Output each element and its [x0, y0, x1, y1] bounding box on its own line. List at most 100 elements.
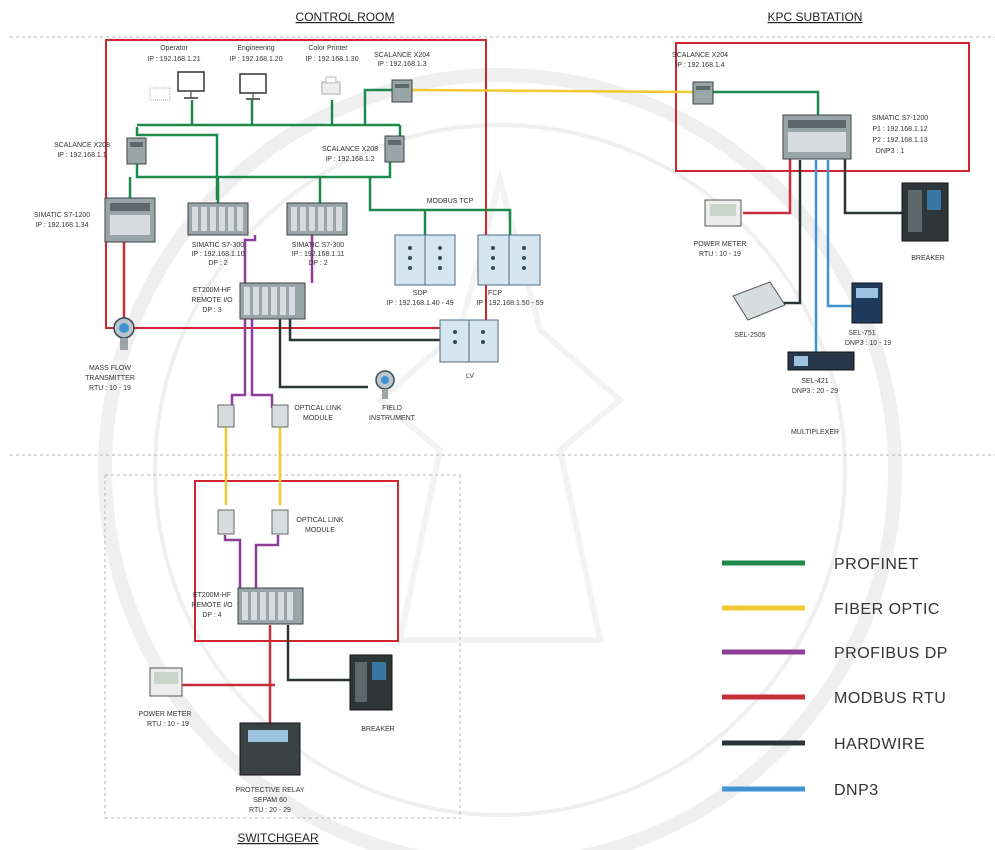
s7-300-b-ip: IP : 192.168.1.11 [292, 251, 345, 258]
operator-workstation: Operator IP : 192.168.1.21 [147, 45, 205, 101]
et200m-cr-label: ET200M-HF [193, 287, 231, 294]
s7-300-b-label: SIMATIC S7-300 [292, 242, 344, 249]
s7-1200-kpc-label: SIMATIC S7-1200 [872, 115, 928, 122]
power-meter-kpc: POWER METER RTU : 10 - 19 [694, 199, 747, 258]
section-dividers [10, 36, 995, 819]
legend-label: PROFINET [834, 556, 919, 573]
control-room-area-border [105, 39, 487, 329]
io-module-icon [732, 281, 786, 321]
kpc-substation-area-border [675, 42, 970, 172]
fcp-ip: IP : 192.168.1.50 - 59 [476, 300, 543, 307]
optical-bottom-label: OPTICAL LINK [296, 517, 344, 524]
switch-icon [391, 79, 413, 103]
scalance-kpc-ip: IP : 192.168.1.4 [675, 62, 724, 69]
optical-link-module-top: OPTICAL LINK MODULE [217, 404, 342, 428]
optical-module-icon [217, 404, 235, 428]
lv-panel: LV [439, 319, 499, 380]
power-meter-sg-rtu: RTU : 10 - 19 [147, 721, 189, 728]
operator-label: Operator [160, 45, 188, 52]
scalance-x204-kpc: SCALANCE X204 IP : 192.168.1.4 [672, 52, 728, 105]
engineering-workstation: Engineering IP : 192.168.1.20 [229, 45, 283, 100]
s7-300-a-dp: DP : 2 [208, 260, 227, 267]
profibus-dp-links [223, 235, 314, 590]
lv-label: LV [466, 373, 474, 380]
field-instrument-sub: INSTRUMENT [369, 415, 416, 422]
s7-300-b-dp: DP : 2 [308, 260, 327, 267]
switch-icon [384, 135, 405, 163]
color-printer: Color Printer IP : 192.168.1.30 [305, 45, 359, 95]
multiplexer-label: MULTIPLEXER [791, 429, 839, 436]
s7-300-a-ip: IP : 192.168.1.10 [191, 251, 244, 258]
sdp-ip: IP : 192.168.1.40 - 49 [386, 300, 453, 307]
simatic-s7-1200-control-room: SIMATIC S7-1200 IP : 192.168.1.34 [34, 197, 156, 243]
legend-item: PROFIBUS DP [722, 645, 948, 662]
field-instrument-label: FIELD [382, 405, 402, 412]
switch-icon [692, 81, 714, 105]
legend-item: MODBUS RTU [722, 690, 946, 707]
optical-top-label: OPTICAL LINK [294, 405, 342, 412]
switchgear-area-border [194, 480, 399, 642]
kpc-substation-title: KPC SUBTATION [768, 10, 863, 24]
breaker-sg-label: BREAKER [361, 726, 394, 733]
breaker-kpc: BREAKER [901, 182, 949, 262]
legend-item: PROFINET [722, 556, 919, 573]
fiber-optic-links [224, 88, 696, 505]
scalance-x208-right-ip: IP : 192.168.1.2 [325, 156, 374, 163]
scalance-cr-ip: IP : 192.168.1.3 [377, 61, 426, 68]
printer-label: Color Printer [308, 45, 348, 52]
printer-ip: IP : 192.168.1.30 [305, 56, 358, 63]
protective-relay-rtu: RTU : 20 - 29 [249, 807, 291, 814]
s7-1200-kpc-dnp3: DNP3 : 1 [876, 148, 905, 155]
legend: PROFINET FIBER OPTIC PROFIBUS DP MODBUS … [722, 556, 948, 799]
scalance-x208-left: SCALANCE X208 IP : 192.168.1.1 [54, 137, 147, 165]
s7-1200-cr-label: SIMATIC S7-1200 [34, 212, 90, 219]
scalance-x208-right-label: SCALANCE X208 [322, 146, 378, 153]
engineering-label: Engineering [237, 45, 274, 52]
sel-421: SEL-421 DNP3 : 20 - 29 [787, 351, 855, 395]
power-meter-kpc-label: POWER METER [694, 241, 747, 248]
legend-label: MODBUS RTU [834, 690, 946, 707]
scalance-x208-left-ip: IP : 192.168.1.1 [57, 152, 106, 159]
et200m-cr-sub: REMOTE I/O [191, 297, 233, 304]
et200m-cr-dp: DP : 3 [202, 307, 221, 314]
et200m-hf-switchgear: ET200M-HF REMOTE I/O DP : 4 [191, 587, 304, 625]
hardwire-links [278, 155, 902, 682]
legend-item: DNP3 [722, 782, 879, 799]
scalance-x208-right: SCALANCE X208 IP : 192.168.1.2 [322, 135, 405, 163]
sel-421-dnp3: DNP3 : 20 - 29 [792, 388, 838, 395]
field-instrument: FIELD INSTRUMENT [369, 370, 416, 422]
breaker-kpc-label: BREAKER [911, 255, 944, 262]
modbus-tcp-label: MODBUS TCP [427, 198, 474, 205]
optical-link-module-bottom: OPTICAL LINK MODULE [217, 509, 344, 535]
sel-2505: SEL-2505 [732, 281, 786, 339]
sel-751: SEL-751 DNP3 : 10 - 19 [845, 282, 891, 347]
legend-label: PROFIBUS DP [834, 645, 948, 662]
legend-item: HARDWIRE [722, 736, 925, 753]
legend-label: DNP3 [834, 782, 879, 799]
sel-2505-label: SEL-2505 [734, 332, 765, 339]
control-room-title: CONTROL ROOM [296, 10, 395, 24]
monitor-icon [177, 71, 205, 92]
mass-flow-rtu: RTU : 10 - 19 [89, 385, 131, 392]
et200m-sg-sub: REMOTE I/O [191, 602, 233, 609]
s7-1200-kpc-p1: P1 : 192.168.1.12 [872, 126, 927, 133]
scalance-x204-control-room: SCALANCE X204 IP : 192.168.1.3 [374, 52, 430, 103]
university-seal-watermark [98, 68, 902, 850]
mass-flow-sub: TRANSMITTER [85, 375, 135, 382]
dnp3-links [814, 160, 852, 355]
protective-relay: PROTECTIVE RELAY SEPAM 60 RTU : 20 - 29 [235, 722, 305, 814]
sdp-label: SDP [413, 290, 428, 297]
legend-item: FIBER OPTIC [722, 601, 939, 618]
sdp-panel: SDP IP : 192.168.1.40 - 49 [386, 234, 456, 307]
breaker-switchgear: BREAKER [349, 654, 395, 733]
sel-751-dnp3: DNP3 : 10 - 19 [845, 340, 891, 347]
switch-icon [126, 137, 147, 165]
power-meter-sg-label: POWER METER [139, 711, 192, 718]
power-meter-switchgear: POWER METER RTU : 10 - 19 [139, 667, 192, 728]
simatic-s7-300-b: SIMATIC S7-300 IP : 192.168.1.11 DP : 2 [286, 202, 348, 267]
power-meter-kpc-rtu: RTU : 10 - 19 [699, 251, 741, 258]
scalance-x208-left-label: SCALANCE X208 [54, 142, 110, 149]
optical-module-icon [271, 404, 289, 428]
sel-751-label: SEL-751 [848, 330, 875, 337]
